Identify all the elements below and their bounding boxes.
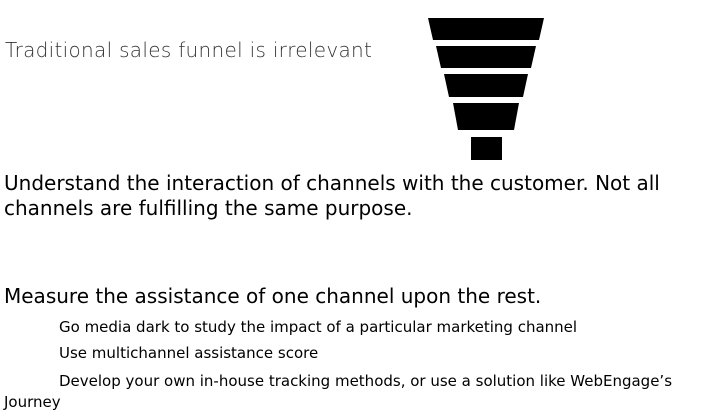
bullet-assistance-score: Use multichannel assistance score bbox=[59, 344, 319, 362]
paragraph-channels-line-2: channels are fulfilling the same purpose… bbox=[4, 196, 413, 220]
bullet-media-dark: Go media dark to study the impact of a p… bbox=[59, 318, 578, 336]
paragraph-channels-line-1: Understand the interaction of channels w… bbox=[4, 171, 660, 195]
funnel-band-2 bbox=[436, 46, 536, 68]
paragraph-assistance: Measure the assistance of one channel up… bbox=[4, 284, 542, 308]
funnel-stem bbox=[471, 137, 502, 160]
bullet-tracking-methods: Develop your own in-house tracking metho… bbox=[4, 372, 673, 411]
funnel-band-1 bbox=[428, 18, 544, 40]
slide-heading: Traditional sales funnel is irrelevant bbox=[5, 38, 373, 62]
paragraph-channels: Understand the interaction of channels w… bbox=[4, 171, 660, 221]
funnel-band-3 bbox=[444, 74, 528, 97]
funnel-icon bbox=[428, 18, 544, 160]
funnel-band-4 bbox=[453, 103, 519, 130]
